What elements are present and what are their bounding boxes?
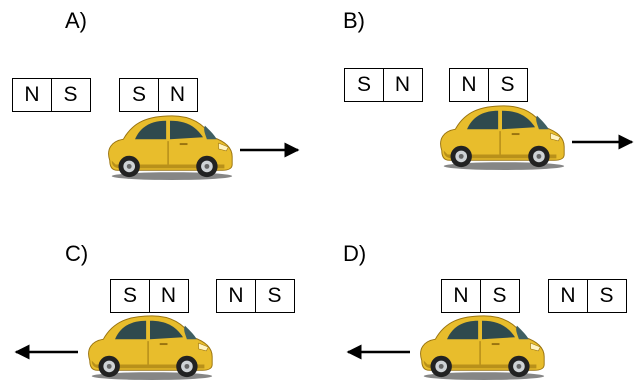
panel-c-car xyxy=(82,310,218,382)
pole: S xyxy=(488,69,526,101)
panel-a-fixed-magnet: N S xyxy=(12,78,91,112)
panel-a-label: A) xyxy=(65,8,87,33)
pole: N xyxy=(158,79,196,111)
pole: S xyxy=(587,280,625,312)
panel-a-car xyxy=(102,110,238,182)
panel-d-fixed-magnet: N S xyxy=(548,279,627,313)
panel-d-car-magnet: N S xyxy=(441,279,520,313)
panel-d-car xyxy=(414,310,550,382)
panel-d-label: D) xyxy=(343,241,367,266)
panel-c-car-magnet: S N xyxy=(110,279,189,313)
pole: N xyxy=(228,284,244,307)
pole: S xyxy=(356,73,371,96)
pole: S xyxy=(131,83,146,106)
panel-b-car-magnet: N S xyxy=(449,68,528,102)
pole: S xyxy=(255,280,293,312)
panel-b-car xyxy=(434,100,570,172)
panel-c-label: C) xyxy=(65,241,89,266)
panel-c-fixed-magnet: N S xyxy=(216,279,295,313)
pole: N xyxy=(24,83,40,106)
panel-c-motion-arrow xyxy=(14,344,78,360)
panel-b-motion-arrow xyxy=(572,134,634,150)
pole: N xyxy=(461,73,477,96)
panel-a-car-magnet: S N xyxy=(119,78,198,112)
pole: N xyxy=(383,69,421,101)
pole: S xyxy=(480,280,518,312)
pole: N xyxy=(560,284,576,307)
pole: N xyxy=(453,284,469,307)
pole: S xyxy=(51,79,89,111)
panel-b-label: B) xyxy=(343,8,365,33)
panel-b-fixed-magnet: S N xyxy=(344,68,423,102)
pole: N xyxy=(149,280,187,312)
panel-a-motion-arrow xyxy=(240,142,300,158)
pole: S xyxy=(122,284,137,307)
panel-d-motion-arrow xyxy=(346,344,410,360)
